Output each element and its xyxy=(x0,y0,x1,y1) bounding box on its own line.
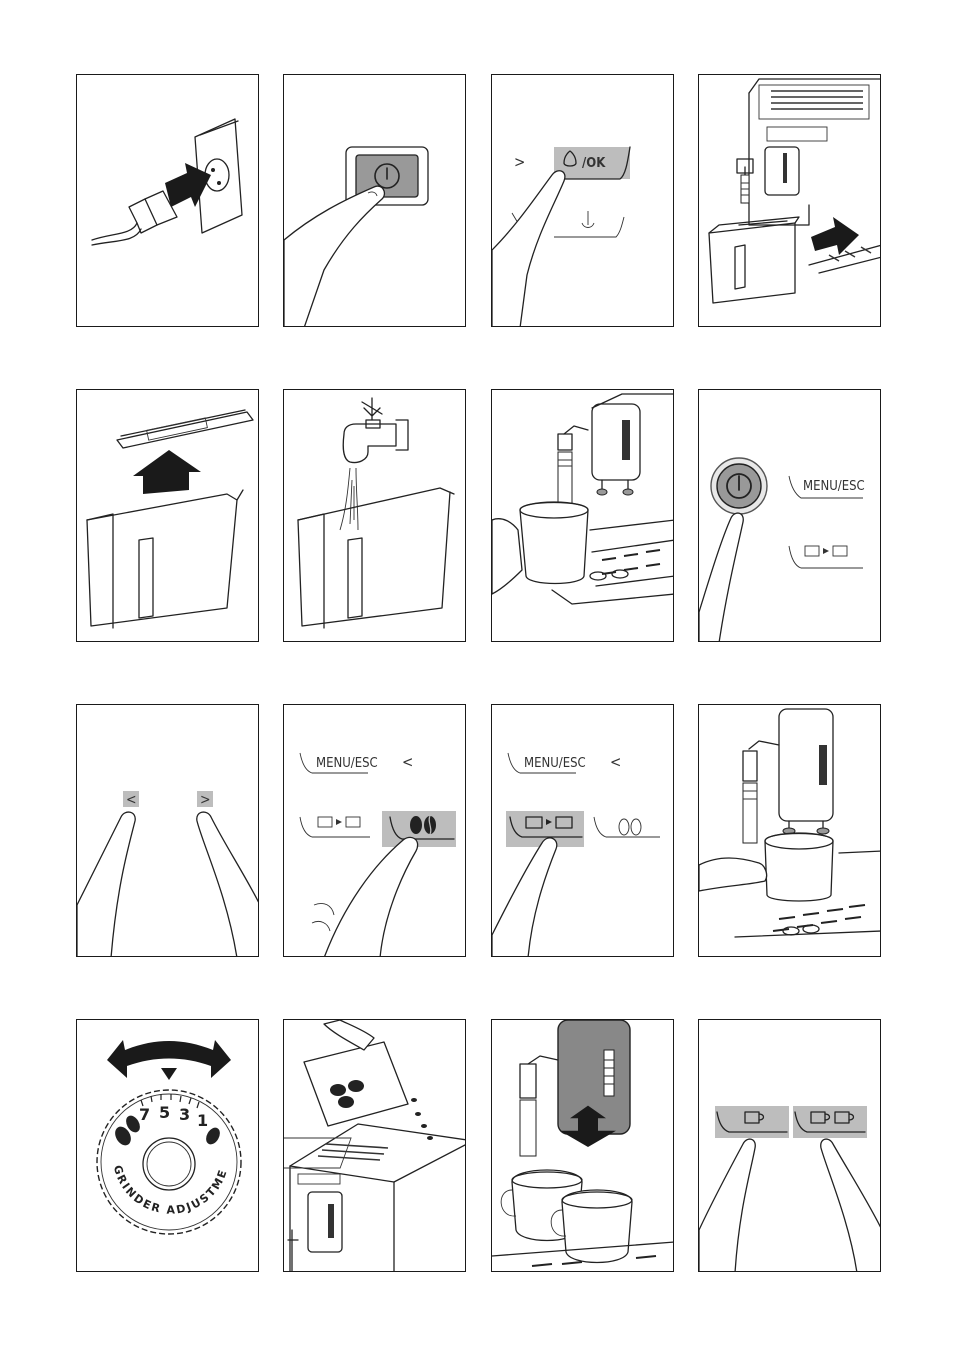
panel-arrow-buttons: < > xyxy=(76,704,259,957)
arrow-buttons-press-icon: < > xyxy=(77,705,259,957)
menu-esc-label: MENU/ESC xyxy=(803,479,865,494)
ok-label: /OK xyxy=(582,156,606,171)
panel-plug-in xyxy=(76,74,259,327)
panel-cup-steam xyxy=(491,389,674,642)
panel-press-ok: > /OK xyxy=(491,74,674,327)
ok-button-press-icon: > /OK xyxy=(492,75,674,327)
panel-pour-beans xyxy=(283,1019,466,1272)
panel-cup-wand xyxy=(698,704,881,957)
left-arrow-label: < xyxy=(126,792,137,808)
pour-beans-icon xyxy=(284,1020,466,1272)
cup-under-wand-icon xyxy=(699,705,881,957)
grinder-dial-icon: 7 5 3 1 GRINDER ADJUSTMENT xyxy=(77,1020,259,1272)
next-label: > xyxy=(514,153,525,171)
panel-power-on xyxy=(283,74,466,327)
panel-hot-water-button: MENU/ESC < xyxy=(491,704,674,957)
remove-water-tank-icon xyxy=(699,75,881,327)
panel-fill-tank xyxy=(283,389,466,642)
right-arrow-label: > xyxy=(200,792,211,808)
power-button-press-icon xyxy=(284,75,466,327)
panel-lift-lid xyxy=(76,389,259,642)
two-cups-under-spout-icon xyxy=(492,1020,674,1272)
panel-power-button: MENU/ESC xyxy=(698,389,881,642)
power-button-icon: MENU/ESC xyxy=(699,390,881,642)
panel-cup-buttons xyxy=(698,1019,881,1272)
dial-number-7: 7 xyxy=(139,1105,150,1124)
panel-grinder: 7 5 3 1 GRINDER ADJUSTMENT xyxy=(76,1019,259,1272)
lift-tank-lid-icon xyxy=(77,390,259,642)
plug-into-socket-icon xyxy=(77,75,259,327)
panel-two-cups xyxy=(491,1019,674,1272)
dial-number-1: 1 xyxy=(197,1111,208,1130)
cup-under-steam-wand-icon xyxy=(492,390,674,642)
hot-water-button-press-icon: MENU/ESC < xyxy=(492,705,674,957)
dial-number-3: 3 xyxy=(179,1105,190,1124)
menu-esc-label: MENU/ESC xyxy=(316,756,378,771)
panel-aroma-button: MENU/ESC < xyxy=(283,704,466,957)
panel-remove-tank xyxy=(698,74,881,327)
fill-tank-from-tap-icon xyxy=(284,390,466,642)
left-arrow-label: < xyxy=(402,753,413,771)
left-arrow-label: < xyxy=(610,753,621,771)
aroma-button-press-icon: MENU/ESC < xyxy=(284,705,466,957)
dial-number-5: 5 xyxy=(159,1103,170,1122)
menu-esc-label: MENU/ESC xyxy=(524,756,586,771)
one-two-cup-buttons-icon xyxy=(699,1020,881,1272)
